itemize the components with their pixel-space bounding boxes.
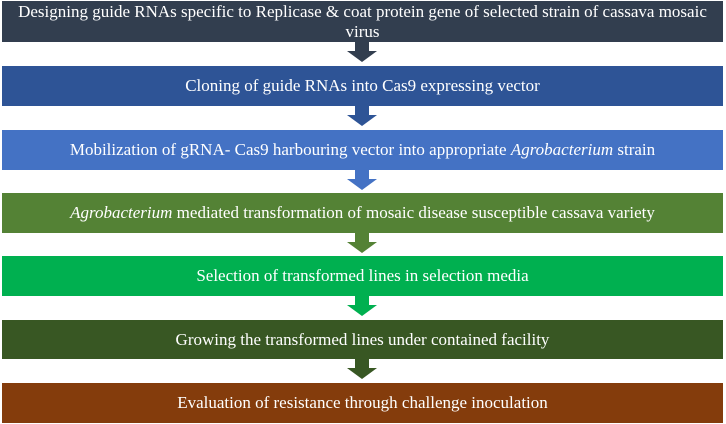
step-text-cloning-guide-rnas: Cloning of guide RNAs into Cas9 expressi… [185, 76, 540, 95]
down-arrow-icon [345, 359, 379, 379]
step-box-selection: Selection of transformed lines in select… [2, 256, 723, 296]
step-text-selection: Selection of transformed lines in select… [196, 266, 529, 285]
down-arrow-shape [347, 106, 377, 126]
step-box-agrobacterium-transformation: Agrobacterium mediated transformation of… [2, 193, 723, 233]
down-arrow-shape [347, 233, 377, 253]
step-box-evaluation: Evaluation of resistance through challen… [2, 383, 723, 423]
down-arrow-shape [347, 42, 377, 62]
down-arrow-shape [347, 359, 377, 379]
step-text-agrobacterium-transformation: Agrobacterium mediated transformation of… [70, 203, 655, 222]
step-text-growing: Growing the transformed lines under cont… [175, 329, 550, 349]
down-arrow-shape [347, 170, 377, 190]
down-arrow-icon [345, 233, 379, 253]
down-arrow-icon [345, 170, 379, 190]
step-box-growing: Growing the transformed lines under cont… [2, 320, 723, 359]
down-arrow-shape [347, 296, 377, 316]
step-text-design-guide-rnas: Designing guide RNAs specific to Replica… [18, 1, 707, 41]
step-box-cloning-guide-rnas: Cloning of guide RNAs into Cas9 expressi… [2, 66, 723, 106]
step-text-mobilization: Mobilization of gRNA- Cas9 harbouring ve… [69, 140, 656, 159]
down-arrow-icon [345, 42, 379, 62]
step-box-design-guide-rnas: Designing guide RNAs specific to Replica… [2, 1, 723, 42]
down-arrow-icon [345, 296, 379, 316]
down-arrow-icon [345, 106, 379, 126]
step-text-evaluation: Evaluation of resistance through challen… [177, 393, 548, 412]
step-box-mobilization: Mobilization of gRNA- Cas9 harbouring ve… [2, 130, 723, 170]
